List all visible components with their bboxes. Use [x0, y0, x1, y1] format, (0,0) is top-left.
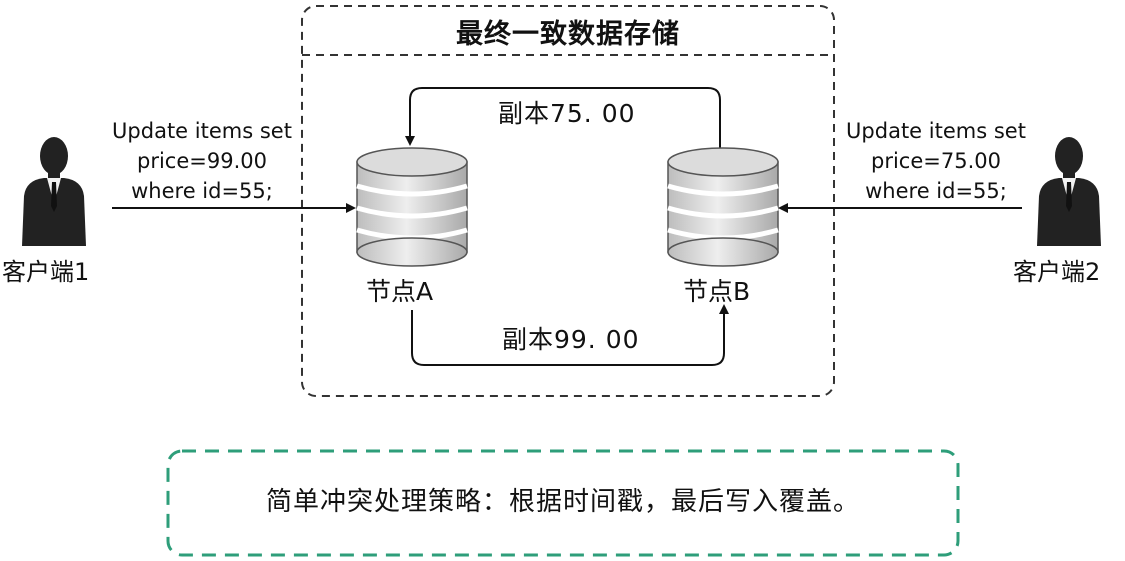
client1-query: Update items set price=99.00 where id=55… [92, 116, 312, 206]
database-icon [667, 147, 779, 267]
storage-box [301, 5, 835, 397]
query-line: price=99.00 [137, 149, 267, 173]
query-line: where id=55; [131, 179, 273, 203]
client1-label: 客户端1 [2, 258, 90, 286]
client2-label: 客户端2 [1013, 258, 1101, 286]
replica-bottom-label: 副本99. 00 [502, 325, 640, 354]
query-line: where id=55; [865, 179, 1007, 203]
query-line: price=75.00 [871, 149, 1001, 173]
note-box [166, 449, 960, 557]
replication-arrow-a-to-b [411, 304, 729, 366]
person-icon [22, 137, 86, 246]
query-line: Update items set [846, 119, 1026, 143]
person-icon [1037, 137, 1101, 246]
conflict-note: 简单冲突处理策略：根据时间戳，最后写入覆盖。 [265, 487, 860, 517]
client2-query: Update items set price=75.00 where id=55… [826, 116, 1046, 206]
replica-top-label: 副本75. 00 [498, 99, 636, 128]
replication-arrow-b-to-a [405, 87, 721, 148]
storage-title: 最终一致数据存储 [456, 19, 680, 50]
node-b-label: 节点B [683, 277, 751, 306]
node-a-label: 节点A [366, 277, 434, 306]
query-line: Update items set [112, 119, 292, 143]
database-icon [356, 147, 468, 267]
